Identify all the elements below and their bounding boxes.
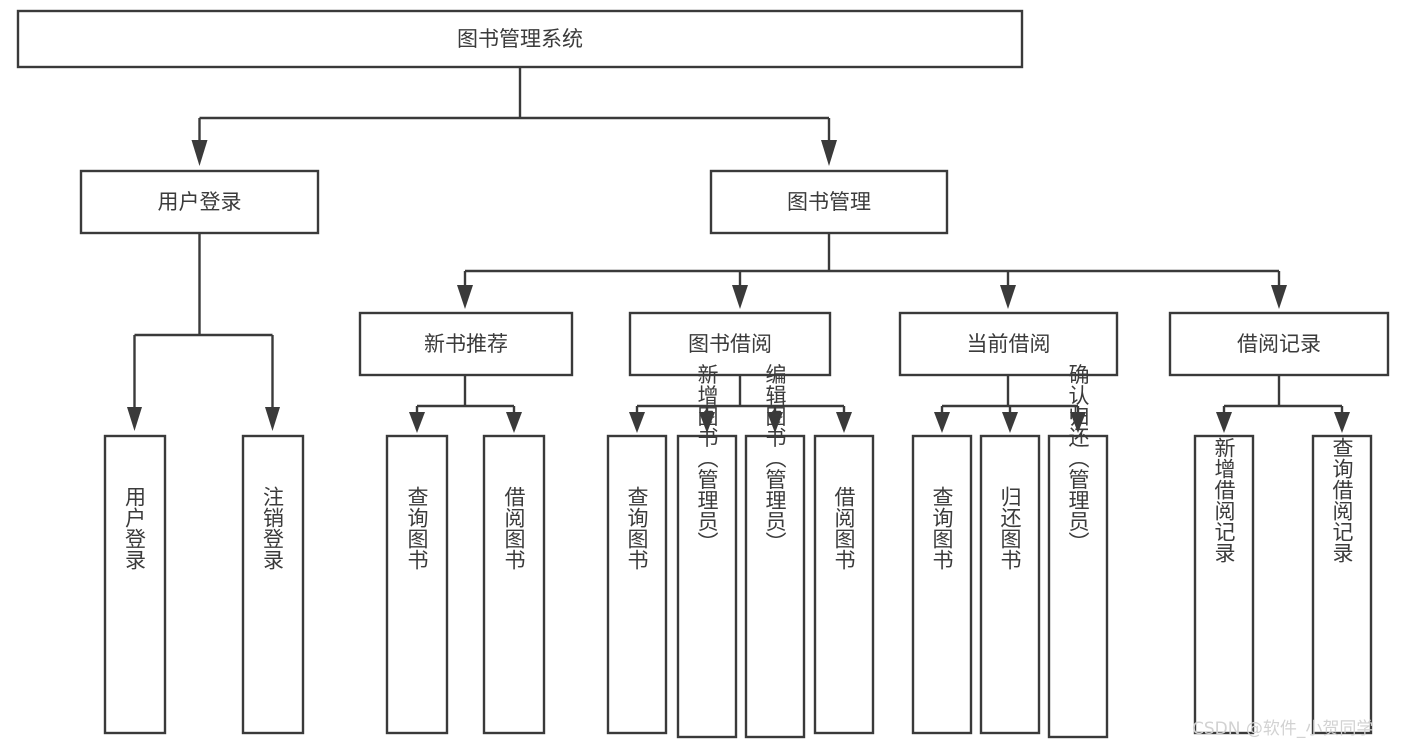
arrow-head-icon — [732, 285, 748, 309]
leaf-add-borrow-record[interactable]: 新增借阅记录 — [1193, 434, 1255, 735]
leaf-query-book-borrow-label: 查询图书 — [625, 486, 649, 570]
node-root-label: 图书管理系统 — [457, 27, 583, 51]
leaf-borrow-book-label: 借阅图书 — [832, 486, 856, 570]
leaf-logout-login[interactable]: 注销登录 — [241, 434, 305, 735]
csdn-watermark: CSDN @软件_小贺同学 — [1192, 719, 1373, 739]
node-user-login-box[interactable] — [79, 169, 320, 235]
leaf-borrow-book-recommend-label: 借阅图书 — [502, 486, 526, 570]
node-user-login-label: 用户登录 — [158, 190, 242, 214]
leaf-query-borrow-record-label: 查询借阅记录 — [1330, 437, 1354, 563]
arrow-head-icon — [1000, 285, 1016, 309]
node-book-borrow-box[interactable] — [628, 311, 832, 377]
arrow-head-icon — [934, 412, 950, 433]
arrow-head-icon — [1070, 412, 1086, 433]
leaf-logout-login-box[interactable] — [241, 434, 305, 735]
arrow-head-icon — [699, 412, 715, 433]
leaf-borrow-book-recommend-box[interactable] — [482, 434, 546, 735]
leaf-query-book-recommend-box[interactable] — [385, 434, 449, 735]
arrow-head-icon — [1334, 412, 1350, 433]
arrow-head-icon — [1271, 285, 1287, 309]
leaf-query-book-current[interactable]: 查询图书 — [911, 434, 973, 735]
node-new-book-recommend-label: 新书推荐 — [424, 332, 508, 356]
leaf-edit-book-admin[interactable]: 编辑图书（管理员） — [744, 364, 806, 739]
leaf-return-book[interactable]: 归还图书 — [979, 434, 1041, 735]
node-book-management[interactable]: 图书管理 — [709, 169, 949, 235]
node-current-borrow[interactable]: 当前借阅 — [898, 311, 1119, 377]
leaf-query-book-current-label: 查询图书 — [930, 486, 954, 570]
arrow-head-icon — [457, 285, 473, 309]
node-current-borrow-box[interactable] — [898, 311, 1119, 377]
arrow-head-icon — [767, 412, 783, 433]
leaf-add-book-admin[interactable]: 新增图书（管理员） — [676, 364, 738, 739]
leaf-edit-book-admin-box[interactable] — [744, 434, 806, 739]
node-book-management-box[interactable] — [709, 169, 949, 235]
node-borrow-record-box[interactable] — [1168, 311, 1390, 377]
leaf-confirm-return-admin-box[interactable] — [1047, 434, 1109, 739]
leaf-query-book-current-box[interactable] — [911, 434, 973, 735]
leaf-return-book-label: 归还图书 — [998, 486, 1022, 570]
leaf-query-book-borrow[interactable]: 查询图书 — [606, 434, 668, 735]
node-root-system[interactable]: 图书管理系统 — [16, 9, 1024, 69]
arrow-head-icon — [409, 412, 425, 433]
leaf-confirm-return-admin-label: 确认归还（管理员） — [1066, 364, 1090, 553]
leaf-edit-book-admin-label: 编辑图书（管理员） — [763, 364, 787, 553]
node-user-login[interactable]: 用户登录 — [79, 169, 320, 235]
leaf-query-borrow-record-box[interactable] — [1311, 434, 1373, 735]
leaf-add-book-admin-box[interactable] — [676, 434, 738, 739]
leaf-query-borrow-record[interactable]: 查询借阅记录 — [1311, 434, 1373, 735]
node-borrow-record-label: 借阅记录 — [1237, 332, 1321, 356]
node-borrow-record[interactable]: 借阅记录 — [1168, 311, 1390, 377]
leaf-query-book-borrow-box[interactable] — [606, 434, 668, 735]
arrow-head-icon — [629, 412, 645, 433]
arrow-head-icon — [265, 407, 280, 431]
arrow-head-icon — [1216, 412, 1232, 433]
node-book-borrow-label: 图书借阅 — [688, 332, 772, 356]
leaf-user-login-label: 用户登录 — [123, 486, 147, 570]
leaf-user-login-box[interactable] — [103, 434, 167, 735]
leaf-add-borrow-record-label: 新增借阅记录 — [1212, 437, 1236, 563]
arrow-head-icon — [821, 140, 837, 166]
arrow-head-icon — [1002, 412, 1018, 433]
connector-layer — [127, 67, 1350, 433]
node-root-box[interactable] — [16, 9, 1024, 69]
arrow-head-icon — [191, 140, 208, 166]
leaf-add-borrow-record-box[interactable] — [1193, 434, 1255, 735]
node-new-book-recommend-box[interactable] — [358, 311, 574, 377]
node-book-borrow[interactable]: 图书借阅 — [628, 311, 832, 377]
leaf-borrow-book-box[interactable] — [813, 434, 875, 735]
leaf-confirm-return-admin[interactable]: 确认归还（管理员） — [1047, 364, 1109, 739]
arrow-head-icon — [506, 412, 522, 433]
leaf-borrow-book-recommend[interactable]: 借阅图书 — [482, 434, 546, 735]
node-new-book-recommend[interactable]: 新书推荐 — [358, 311, 574, 377]
node-book-management-label: 图书管理 — [787, 190, 871, 214]
arrow-head-icon — [836, 412, 852, 433]
leaf-return-book-box[interactable] — [979, 434, 1041, 735]
leaf-add-book-admin-label: 新增图书（管理员） — [695, 364, 719, 553]
leaf-logout-login-label: 注销登录 — [261, 486, 285, 570]
leaf-user-login[interactable]: 用户登录 — [103, 434, 167, 735]
leaf-query-book-recommend-label: 查询图书 — [405, 486, 429, 570]
leaf-query-book-recommend[interactable]: 查询图书 — [385, 434, 449, 735]
leaf-borrow-book[interactable]: 借阅图书 — [813, 434, 875, 735]
node-current-borrow-label: 当前借阅 — [967, 332, 1051, 356]
arrow-head-icon — [127, 407, 142, 431]
